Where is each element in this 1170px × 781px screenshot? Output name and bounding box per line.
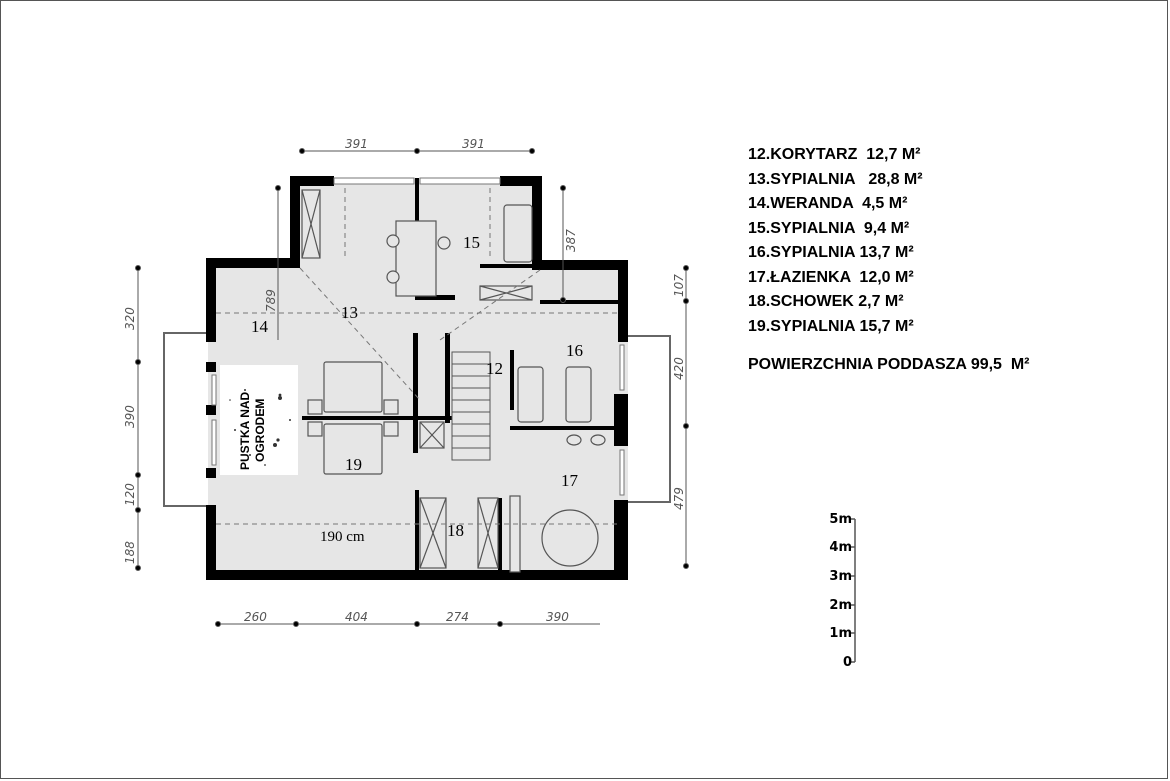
dim-right-3: 479 [672, 487, 686, 510]
scale-bar-line [851, 518, 856, 663]
dim-right-1: 107 [672, 274, 686, 297]
dim-left-4: 188 [123, 541, 137, 564]
room-16-number: 16 [566, 341, 583, 360]
room-19-number: 19 [345, 455, 362, 474]
dim-right-inner: 387 [564, 229, 578, 252]
dim-bottom-3: 274 [446, 610, 469, 624]
scale-tick: 3m [829, 569, 852, 584]
scale-tick: 5m [829, 512, 852, 527]
room-12-number: 12 [486, 359, 503, 378]
room-area-legend: 12.KORYTARZ 12,7 M² 13.SYPIALNIA 28,8 M²… [748, 143, 1030, 378]
dim-right-2: 420 [672, 357, 686, 380]
legend-row: 16.SYPIALNIA 13,7 M² [748, 244, 914, 261]
dim-left-3: 120 [123, 483, 137, 506]
void-speckle [229, 389, 291, 466]
ceiling-height-note: 190 cm [320, 529, 365, 545]
dim-top-2: 391 [462, 137, 485, 151]
windows [211, 177, 625, 496]
dim-left-2: 390 [123, 405, 137, 428]
dim-bottom-4: 390 [546, 610, 569, 624]
walls [206, 176, 628, 580]
legend-row: 19.SYPIALNIA 15,7 M² [748, 317, 914, 335]
furniture [301, 189, 606, 573]
scale-tick: 4m [829, 540, 852, 555]
scale-tick: 0 [842, 655, 852, 670]
legend-row: 17.ŁAZIENKA 12,0 M² [748, 268, 914, 286]
room-13-number: 13 [341, 303, 358, 322]
room-14-number: 14 [251, 317, 269, 336]
balcony-outlines [163, 332, 671, 507]
legend-row: 13.SYPIALNIA 28,8 M² [748, 170, 923, 188]
dimension-lines [135, 148, 689, 627]
void-label-line1: PUSTKA NAD [238, 391, 252, 470]
legend-row: 14.WERANDA 4,5 M² [748, 195, 908, 212]
room-15-number: 15 [463, 233, 480, 252]
stairs [451, 351, 491, 461]
room-17-number: 17 [561, 471, 579, 490]
legend-row: 15.SYPIALNIA 9,4 M² [748, 219, 910, 237]
ceiling-height-lines [216, 188, 618, 525]
legend-row: 18.SCHOWEK 2,7 M² [748, 293, 904, 310]
dim-left-1: 320 [123, 307, 137, 330]
void-area [220, 365, 298, 475]
scale-tick: 1m [829, 626, 852, 641]
dim-bottom-2: 404 [345, 610, 368, 624]
scale-tick: 2m [829, 598, 852, 613]
legend-row: 12.KORYTARZ 12,7 M² [748, 146, 921, 163]
legend-total-area: POWIERZCHNIA PODDASZA 99,5 M² [748, 356, 1030, 373]
dim-top-1: 391 [345, 137, 368, 151]
room-18-number: 18 [447, 521, 464, 540]
void-label-line2: OGRODEM [253, 399, 267, 462]
dim-left-inner: 789 [264, 289, 278, 312]
dim-bottom-1: 260 [244, 610, 267, 624]
